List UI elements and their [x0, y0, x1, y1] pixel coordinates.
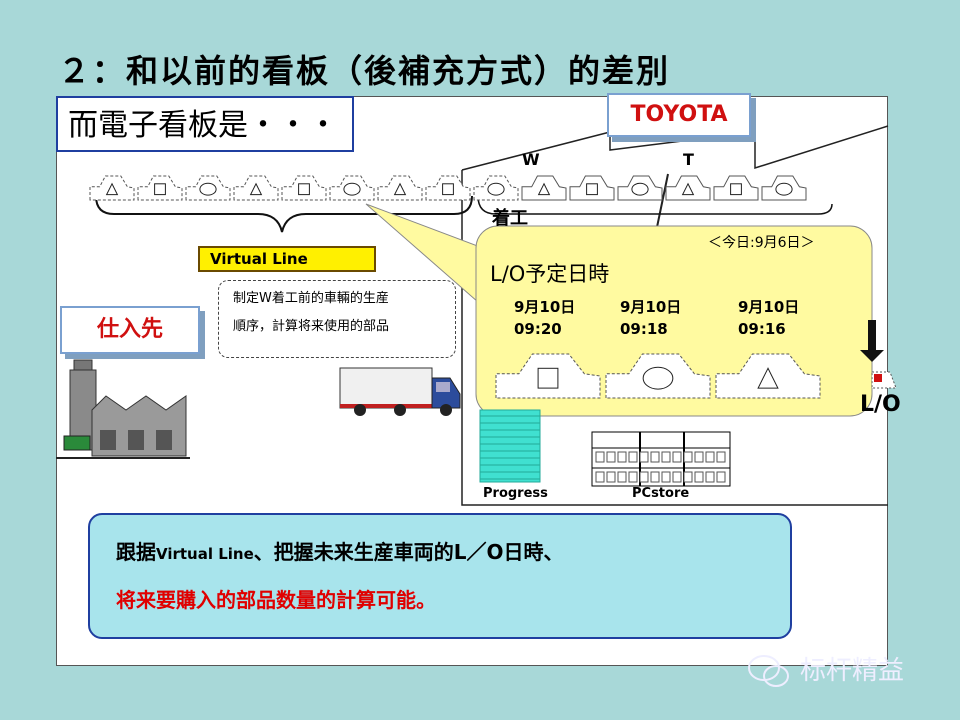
lo-schedule-title: L/O予定日時	[490, 262, 610, 286]
page-title: ２：和以前的看板（後補充方式）的差別	[58, 52, 671, 90]
virtual-line-note: 制定W着工前的車輛的生産 順序，計算将来使用的部品	[218, 280, 456, 358]
virtual-line-label: Virtual Line	[198, 246, 376, 272]
pcstore-shelf	[591, 431, 731, 487]
real-line-brace	[477, 195, 833, 215]
virtual-car	[233, 175, 279, 201]
progress-rack	[479, 409, 541, 483]
virtual-car-row	[89, 175, 519, 201]
car-triangle-mark	[105, 182, 119, 196]
car-triangle-mark	[393, 182, 407, 196]
summary-text: 跟据	[116, 540, 156, 564]
slot-2: 9月10日 09:18	[620, 296, 681, 340]
factory-divider	[655, 173, 669, 233]
note-line: 順序，計算将来使用的部品	[233, 319, 390, 334]
virtual-car	[473, 175, 519, 201]
line-car	[713, 175, 759, 201]
factory-building-icon	[56, 359, 190, 459]
w-label: W	[522, 150, 540, 169]
toyota-badge: TOYOTA	[607, 93, 751, 137]
lo-label: L/O	[860, 392, 901, 417]
slot-3: 9月10日 09:16	[738, 296, 799, 340]
slot-date: 9月10日	[620, 298, 682, 316]
slot-1: 9月10日 09:20	[514, 296, 575, 340]
today-date: ＜今日:9月6日＞	[708, 235, 815, 251]
car-circle-mark	[642, 366, 674, 390]
virtual-car	[137, 175, 183, 201]
callout-car	[495, 353, 601, 399]
car-triangle-mark	[249, 182, 263, 196]
car-square-mark	[442, 183, 454, 196]
callout-car	[605, 353, 711, 399]
slot-date: 9月10日	[514, 298, 576, 316]
start-label: 着工	[492, 208, 528, 229]
line-car	[761, 175, 807, 201]
car-square-mark	[586, 183, 598, 196]
down-arrow-head	[860, 350, 884, 362]
progress-label: Progress	[483, 486, 548, 501]
callout-car-row	[495, 353, 821, 399]
car-triangle-mark	[537, 182, 551, 196]
callout-car	[715, 353, 821, 399]
supplier-badge: 仕入先	[60, 306, 200, 354]
car-circle-mark	[775, 182, 793, 196]
summary-box	[88, 513, 792, 639]
virtual-car	[89, 175, 135, 201]
car-triangle-mark	[757, 367, 779, 389]
car-square-mark	[537, 367, 559, 389]
watermark: 标杆精益	[800, 656, 905, 686]
down-arrow-shaft	[868, 320, 876, 350]
summary-line-1: 跟据Virtual Line、把握未来生産車両的L／O日時、	[116, 536, 564, 565]
slot-time: 09:16	[738, 320, 786, 338]
line-car	[617, 175, 663, 201]
wechat-icon	[748, 655, 789, 687]
summary-line-2: 将来要購入的部品数量的計算可能。	[116, 588, 436, 612]
pcstore-label: PCstore	[632, 486, 690, 501]
truck-icon	[339, 367, 461, 416]
electronic-kanban-label: 而電子看板是・・・	[56, 96, 354, 152]
slot-time: 09:18	[620, 320, 668, 338]
summary-text: 、把握未来生産車両的L／O日時、	[253, 540, 564, 564]
car-circle-mark	[631, 182, 649, 196]
slot-time: 09:20	[514, 320, 562, 338]
virtual-car	[377, 175, 423, 201]
factory-roof	[461, 125, 889, 171]
car-triangle-mark	[681, 182, 695, 196]
car-circle-mark	[487, 182, 505, 196]
car-circle-mark	[343, 182, 361, 196]
car-square-mark	[298, 183, 310, 196]
line-car	[665, 175, 711, 201]
car-square-mark	[730, 183, 742, 196]
virtual-line-brace	[95, 195, 473, 233]
virtual-car	[425, 175, 471, 201]
virtual-car	[329, 175, 375, 201]
virtual-car	[281, 175, 327, 201]
slot-date: 9月10日	[738, 298, 800, 316]
lo-car-mark	[874, 374, 882, 382]
line-car	[569, 175, 615, 201]
note-line: 制定W着工前的車輛的生産	[233, 291, 389, 306]
car-circle-mark	[199, 182, 217, 196]
summary-virtual-line: Virtual Line	[156, 545, 254, 563]
real-car-row	[521, 175, 807, 201]
car-square-mark	[154, 183, 166, 196]
line-car	[521, 175, 567, 201]
t-label: T	[683, 150, 694, 169]
virtual-car	[185, 175, 231, 201]
